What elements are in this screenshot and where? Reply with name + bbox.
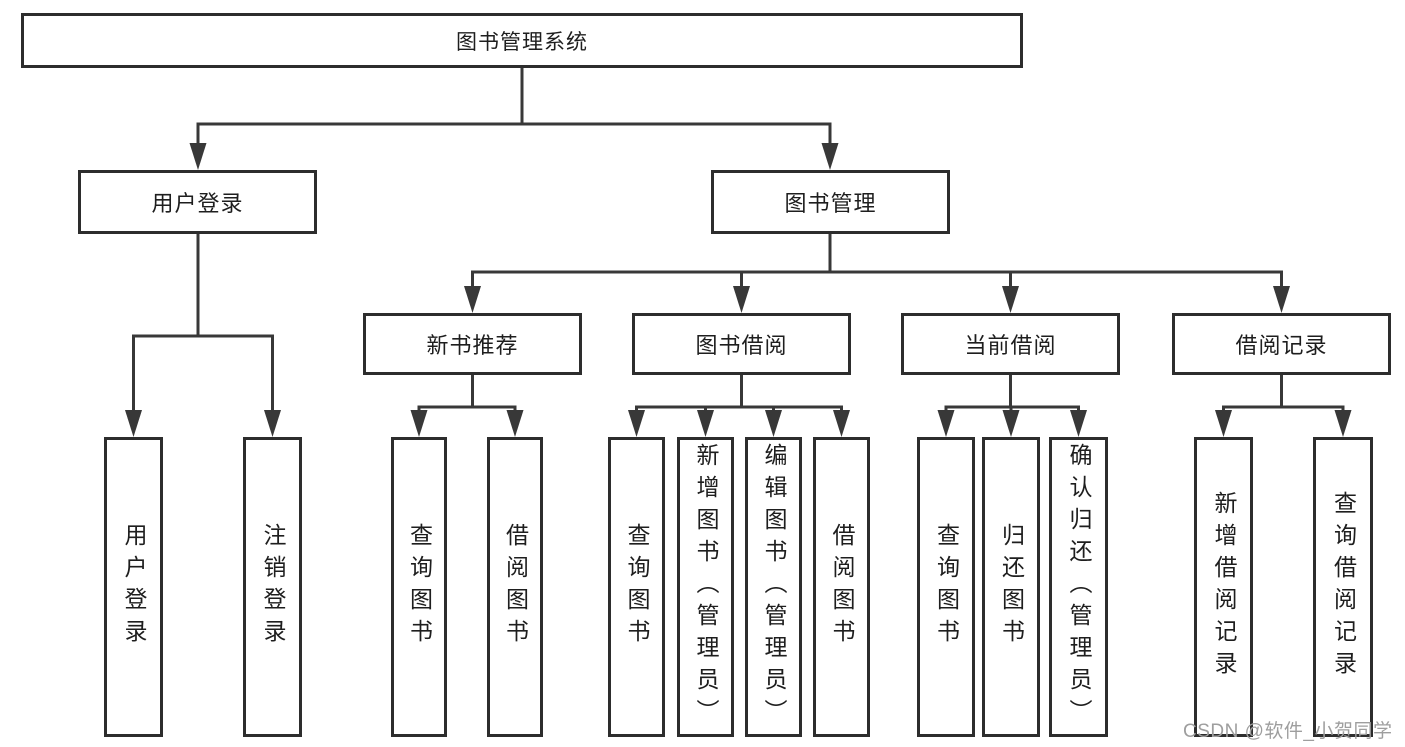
leaf-query-books-borrow: 查询图书 [608,437,665,737]
leaf-borrow-books: 借阅图书 [813,437,870,737]
node-current-borrow: 当前借阅 [901,313,1120,375]
node-user-login: 用户登录 [78,170,317,234]
node-book-management: 图书管理 [711,170,950,234]
leaf-logout: 注销登录 [243,437,302,737]
node-borrow-records: 借阅记录 [1172,313,1391,375]
leaf-borrow-books-recommend: 借阅图书 [487,437,543,737]
leaf-add-borrow-record: 新增借阅记录 [1194,437,1253,737]
leaf-query-books-recommend: 查询图书 [391,437,447,737]
leaf-add-books-admin: 新增图书（管理员） [677,437,734,737]
leaf-query-borrow-record: 查询借阅记录 [1313,437,1373,737]
watermark: CSDN @软件_小贺同学 [1183,721,1393,742]
leaf-query-books-current: 查询图书 [917,437,975,737]
node-book-borrow: 图书借阅 [632,313,851,375]
leaf-confirm-return-admin: 确认归还（管理员） [1049,437,1108,737]
node-library-system: 图书管理系统 [21,13,1023,68]
leaf-user-login: 用户登录 [104,437,163,737]
node-new-book-recommend: 新书推荐 [363,313,582,375]
leaf-return-books: 归还图书 [982,437,1040,737]
leaf-edit-books-admin: 编辑图书（管理员） [745,437,802,737]
